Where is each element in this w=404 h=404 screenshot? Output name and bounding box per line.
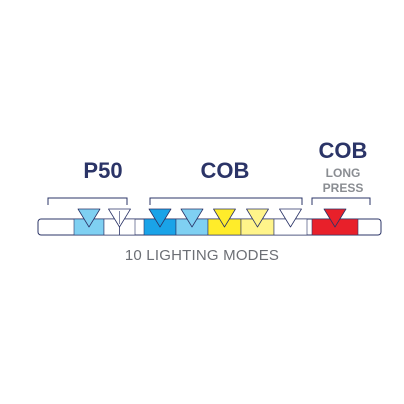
mode-3-triangle-icon: [148, 208, 172, 228]
p50-group-label: P50: [83, 158, 123, 183]
mode-1-triangle-icon: [77, 208, 101, 228]
long-press-label-line2: PRESS: [322, 181, 364, 195]
mode-5-triangle-icon: [213, 208, 236, 228]
mode-4-triangle-icon: [180, 208, 204, 228]
mode-7-triangle-icon: [279, 208, 302, 228]
cob-long-press-group-label: COB: [318, 138, 368, 163]
p50-bracket: [47, 197, 128, 205]
mode-8-triangle-icon: [323, 208, 347, 228]
lighting-modes-caption: 10 LIGHTING MODES: [124, 247, 280, 264]
mode-6-triangle-icon: [246, 208, 269, 228]
cob-group-label: COB: [200, 158, 250, 183]
cob-bracket: [149, 197, 303, 205]
long-press-label-line1: LONG: [325, 166, 361, 180]
cob-long-press-bracket: [311, 197, 371, 205]
